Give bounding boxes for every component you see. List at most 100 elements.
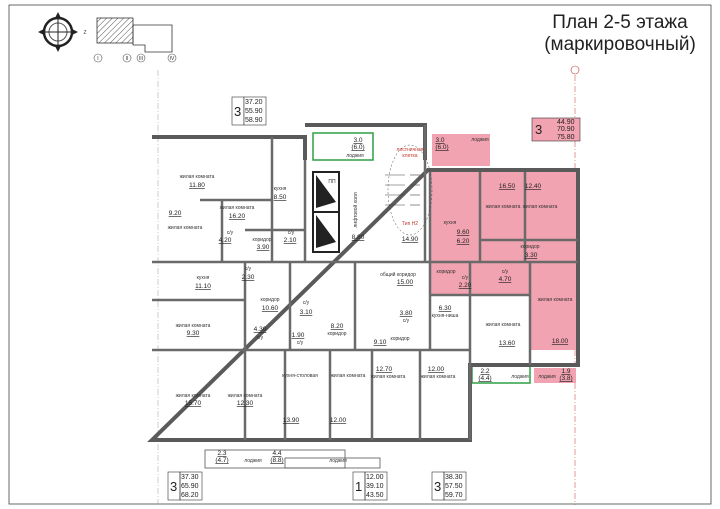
svg-text:кухня: кухня [444,220,457,226]
svg-text:9.10: 9.10 [374,339,387,346]
svg-text:жилая комната: жилая комната [523,204,558,210]
svg-text:лоджия: лоджия [244,458,262,464]
svg-text:37.20: 37.20 [245,99,263,106]
svg-text:лифтовой холл: лифтовой холл [352,192,359,227]
svg-text:клетка: клетка [402,153,417,159]
svg-text:8.50: 8.50 [274,194,287,201]
svg-text:15.70: 15.70 [185,400,202,407]
svg-text:кухня: кухня [274,186,287,192]
svg-text:жилая комната: жилая комната [486,204,521,210]
svg-text:жилая комната: жилая комната [538,297,573,303]
svg-text:12.30: 12.30 [237,400,254,407]
svg-text:кухня: кухня [197,275,210,281]
svg-text:лоджия: лоджия [346,153,364,159]
svg-text:12.00: 12.00 [330,417,347,424]
apartment-card[interactable]: 3 38.30 57.50 59.70 [431,471,467,501]
svg-text:ПП: ПП [328,179,336,185]
svg-text:11.10: 11.10 [195,283,211,290]
svg-text:с/у: с/у [303,300,310,306]
svg-text:6.20: 6.20 [457,238,470,245]
svg-text:4.4: 4.4 [272,450,281,457]
svg-text:57.50: 57.50 [445,483,463,490]
plan-subtitle: (маркировочный) [544,34,696,55]
svg-text:2.3: 2.3 [217,450,226,457]
svg-text:с/у: с/у [403,318,410,324]
svg-text:IV: IV [170,56,175,62]
svg-text:18.00: 18.00 [552,338,569,345]
key-plan-building [96,17,173,53]
svg-text:1: 1 [355,479,362,494]
svg-text:58.90: 58.90 [245,117,263,124]
svg-text:жилая комната: жилая комната [486,322,521,328]
svg-text:2.20: 2.20 [459,282,472,289]
svg-text:3: 3 [535,122,542,137]
svg-text:с/у: с/у [502,269,509,275]
svg-text:38.30: 38.30 [445,474,463,481]
svg-text:10.60: 10.60 [262,305,279,312]
svg-text:лоджия: лоджия [471,137,489,143]
room-labels: жилая комната 11.80 9.20 жилая комната жил… [168,137,573,464]
svg-text:2.10: 2.10 [284,237,297,244]
compass-icon [38,12,78,52]
svg-text:коридор: коридор [436,269,455,275]
svg-text:коридор: коридор [260,297,279,303]
svg-text:I: I [97,56,98,62]
svg-text:III: III [139,56,143,62]
svg-text:12.40: 12.40 [525,183,542,190]
svg-text:жилая комната: жилая комната [176,393,211,399]
svg-text:13.60: 13.60 [499,340,516,347]
svg-text:3.0: 3.0 [353,137,362,144]
svg-text:(8.8): (8.8) [270,457,283,464]
svg-text:37.30: 37.30 [181,474,199,481]
svg-text:жилая комната: жилая комната [176,323,211,329]
svg-text:3.90: 3.90 [257,244,270,251]
svg-text:жилая комната: жилая комната [421,374,456,380]
svg-text:общий коридор: общий коридор [380,271,416,278]
svg-text:3.0: 3.0 [435,137,444,144]
svg-text:9.20: 9.20 [169,210,182,217]
svg-text:(3.8): (3.8) [559,375,572,382]
north-label: Z [83,30,86,36]
svg-text:13.90: 13.90 [283,417,300,424]
svg-text:с/у: с/у [227,230,234,236]
svg-text:2.30: 2.30 [242,274,255,281]
svg-text:жилая комната: жилая комната [168,225,203,231]
svg-text:(4.7): (4.7) [215,457,228,464]
svg-text:лоджия: лоджия [511,374,529,380]
svg-text:11.80: 11.80 [189,182,205,189]
svg-text:3: 3 [434,479,441,494]
svg-text:12.00: 12.00 [428,366,445,373]
svg-text:8.80: 8.80 [352,234,365,241]
svg-text:(6.0): (6.0) [435,144,448,151]
svg-text:6.30: 6.30 [439,305,452,312]
svg-text:II: II [126,56,129,62]
svg-text:70.90: 70.90 [557,126,575,133]
svg-text:коридор: коридор [252,237,271,243]
svg-text:лестничная: лестничная [397,147,424,153]
svg-text:жилая комната: жилая комната [331,373,366,379]
svg-text:2.2: 2.2 [480,368,489,375]
svg-text:55.90: 55.90 [245,108,263,115]
svg-text:1.90: 1.90 [292,332,305,339]
walls [147,123,580,469]
svg-text:65.90: 65.90 [181,483,199,490]
svg-text:44.90: 44.90 [557,119,575,126]
svg-text:4.30: 4.30 [254,326,267,333]
svg-text:16.20: 16.20 [229,213,246,220]
highlighted-apartment[interactable] [430,118,580,383]
svg-text:16.50: 16.50 [499,183,516,190]
svg-text:39.10: 39.10 [366,483,384,490]
svg-text:коридор: коридор [390,336,409,342]
plan-title: План 2-5 этажа [552,12,688,33]
svg-text:59.70: 59.70 [445,492,463,499]
svg-text:лоджия: лоджия [329,458,347,464]
svg-text:жилая комната: жилая комната [228,393,263,399]
svg-text:68.20: 68.20 [181,492,199,499]
svg-text:(4.4): (4.4) [478,375,491,382]
svg-text:43.50: 43.50 [366,492,384,499]
